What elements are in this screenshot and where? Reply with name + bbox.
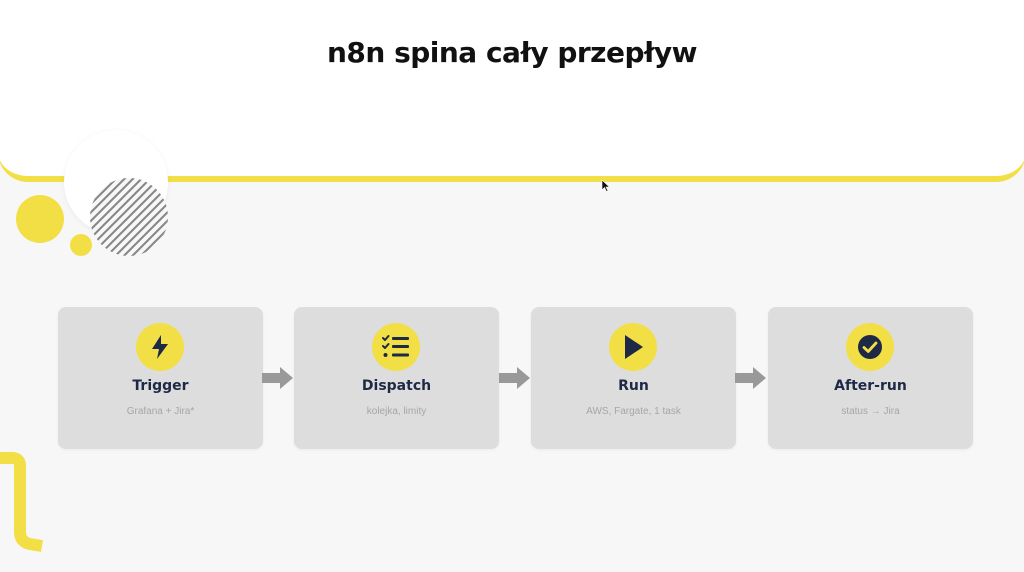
- arrow-right-icon: [262, 367, 293, 389]
- step-title: After-run: [834, 378, 907, 394]
- step-subtitle: status → Jira: [841, 406, 900, 417]
- decorative-hatched-circle: [90, 178, 168, 256]
- step-subtitle: kolejka, limity: [366, 406, 427, 417]
- step-card-after-run: After-run status → Jira: [768, 307, 973, 449]
- lightning-icon: [136, 323, 184, 371]
- step-title: Run: [618, 378, 649, 394]
- arrow-right-icon: [735, 367, 766, 389]
- mouse-cursor-icon: [601, 180, 611, 192]
- decorative-yellow-bracket: [0, 452, 43, 552]
- step-card-run: Run AWS, Fargate, 1 task: [531, 307, 736, 449]
- decorative-yellow-circle-large: [16, 195, 64, 243]
- step-title: Trigger: [132, 378, 189, 394]
- step-card-dispatch: Dispatch kolejka, limity: [294, 307, 499, 449]
- checklist-icon: [372, 323, 420, 371]
- arrow-right-icon: [499, 367, 530, 389]
- step-subtitle: AWS, Fargate, 1 task: [586, 406, 681, 417]
- step-card-trigger: Trigger Grafana + Jira*: [58, 307, 263, 449]
- step-title: Dispatch: [361, 378, 432, 394]
- step-subtitle: Grafana + Jira*: [126, 406, 195, 417]
- decorative-yellow-circle-small: [70, 234, 92, 256]
- slide-title: n8n spina cały przepływ: [326, 36, 698, 69]
- play-icon: [609, 323, 657, 371]
- check-circle-icon: [846, 323, 894, 371]
- header-panel: [0, 0, 1024, 182]
